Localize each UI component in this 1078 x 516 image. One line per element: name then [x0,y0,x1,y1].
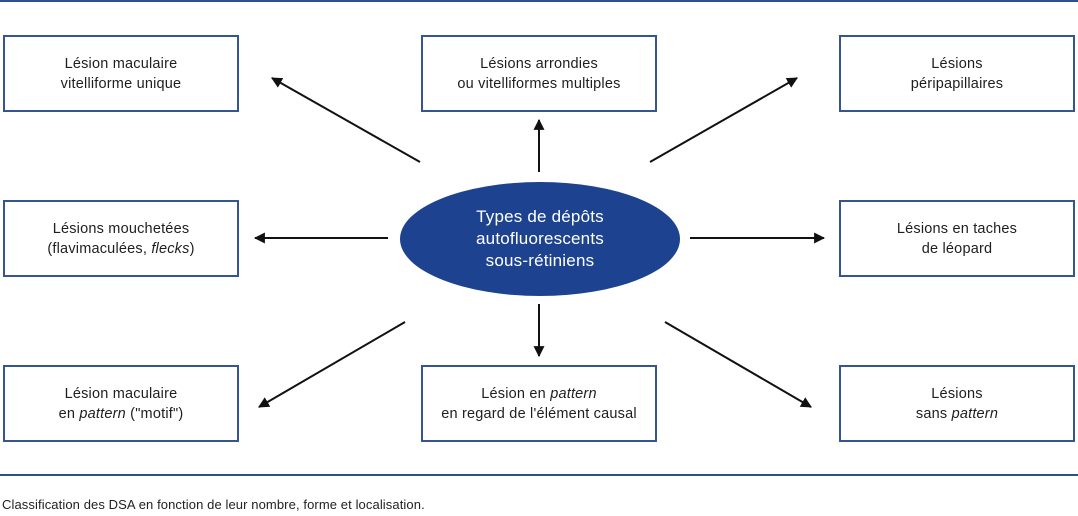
top-rule [0,0,1078,2]
box-bottom-right-line1: Lésions [931,385,983,402]
arrow-to-top-right [649,77,798,163]
box-top-right-line1: Lésions [931,55,983,72]
box-mid-left-line2-a: (flavimaculées, [47,240,152,257]
box-bottom-left-line2-italic: pattern [79,405,126,422]
box-top-right: Lésions péripapillaires [839,35,1075,112]
box-top-center-line2: ou vitelliformes multiples [457,75,621,92]
box-bottom-right-line2: sans pattern [916,404,998,424]
box-bottom-right: Lésions sans pattern [839,365,1075,442]
box-bottom-right-line2-a: sans [915,405,952,422]
box-bottom-center-line1-a: Lésion en [481,385,551,402]
figure-caption: Classification des DSA en fonction de le… [2,497,425,512]
box-top-left: Lésion maculaire vitelliforme unique [3,35,239,112]
box-top-left-line1: Lésion maculaire [64,55,178,72]
arrow-to-bottom-right [664,321,812,408]
box-bottom-center-line1: Lésion en pattern [481,384,596,404]
center-line3: sous-rétiniens [485,251,595,270]
box-mid-right: Lésions en taches de léopard [839,200,1075,277]
box-mid-right-line1: Lésions en taches [896,220,1018,237]
box-bottom-right-line2-italic: pattern [951,405,999,422]
box-bottom-center: Lésion en pattern en regard de l'élément… [421,365,657,442]
box-bottom-left-line2-c: ("motif") [125,405,184,422]
box-bottom-center-line1-italic: pattern [550,385,597,402]
bottom-rule [0,474,1078,476]
box-top-center-line1: Lésions arrondies [480,55,598,72]
box-bottom-center-line2: en regard de l'élément causal [441,405,637,422]
box-top-left-line2: vitelliforme unique [60,75,182,92]
center-line2: autofluorescents [476,229,604,248]
box-bottom-left-line2-a: en [58,405,80,422]
box-bottom-left: Lésion maculaire en pattern ("motif") [3,365,239,442]
box-mid-left-line2: (flavimaculées, flecks) [47,239,194,259]
box-mid-left-line1: Lésions mouchetées [52,220,190,237]
arrow-to-top-left [271,77,421,163]
box-top-right-line2: péripapillaires [910,75,1004,92]
center-ellipse: Types de dépôts autofluorescents sous-ré… [400,182,680,296]
box-mid-left-line2-c: ) [189,240,195,257]
center-line1: Types de dépôts [476,207,604,226]
arrow-to-bottom-left [258,321,406,408]
box-mid-left-line2-italic: flecks [151,240,190,257]
box-mid-left: Lésions mouchetées (flavimaculées, fleck… [3,200,239,277]
box-bottom-left-line1: Lésion maculaire [64,385,178,402]
box-bottom-left-line2: en pattern ("motif") [59,404,184,424]
box-mid-right-line2: de léopard [921,240,993,257]
box-top-center: Lésions arrondies ou vitelliformes multi… [421,35,657,112]
